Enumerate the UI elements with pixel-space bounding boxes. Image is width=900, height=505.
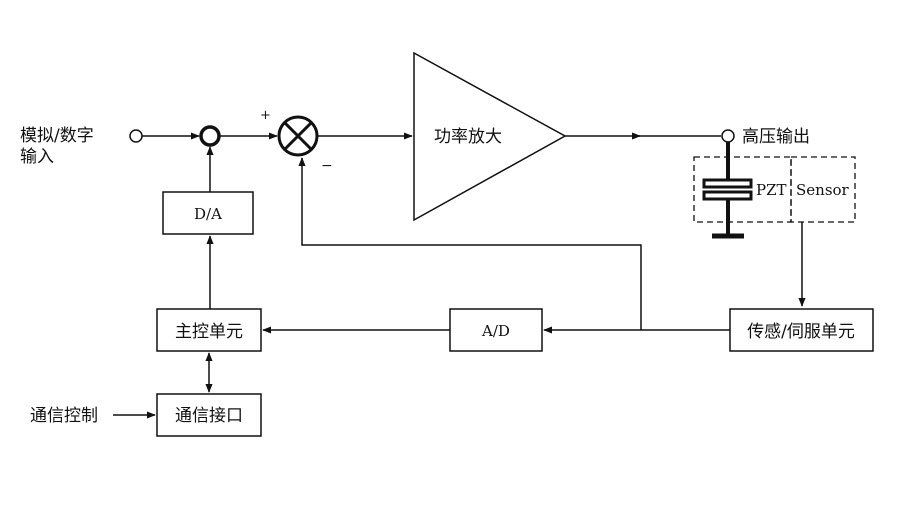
comm-interface-box: [156, 393, 262, 437]
sensor-dashed-box: [790, 156, 856, 223]
pzt-label: PZT: [756, 181, 787, 199]
pzt-actuator-icon: [702, 142, 753, 239]
ad-converter-label: A/D: [481, 322, 510, 340]
adder-node: [199, 125, 221, 147]
main-control-unit-label: 主控单元: [175, 322, 243, 342]
summing-junction: [277, 115, 319, 157]
comm-interface-label: 通信接口: [175, 406, 243, 426]
high-voltage-output-label: 高压输出: [742, 127, 810, 147]
main-control-unit-box: [156, 308, 262, 352]
feedback-path-arrow: [298, 157, 642, 330]
pzt-dashed-box: [693, 156, 792, 223]
da-converter-label: D/A: [194, 205, 222, 223]
minus-sign: −: [321, 158, 333, 174]
analog-digital-input-label-line2: 输入: [20, 147, 54, 167]
da-converter-box: [162, 191, 254, 235]
sensor-label: Sensor: [796, 181, 850, 199]
analog-digital-input-label-line1: 模拟/数字: [20, 126, 94, 146]
plus-sign: +: [260, 108, 271, 123]
comm-control-label: 通信控制: [30, 406, 98, 426]
power-amplifier-label: 功率放大: [434, 127, 502, 147]
output-terminal: [721, 129, 735, 143]
input-terminal: [129, 129, 143, 143]
sensor-servo-unit-label: 传感/伺服单元: [747, 322, 855, 342]
sensor-servo-unit-box: [729, 308, 874, 352]
power-amplifier-triangle: [413, 51, 567, 222]
